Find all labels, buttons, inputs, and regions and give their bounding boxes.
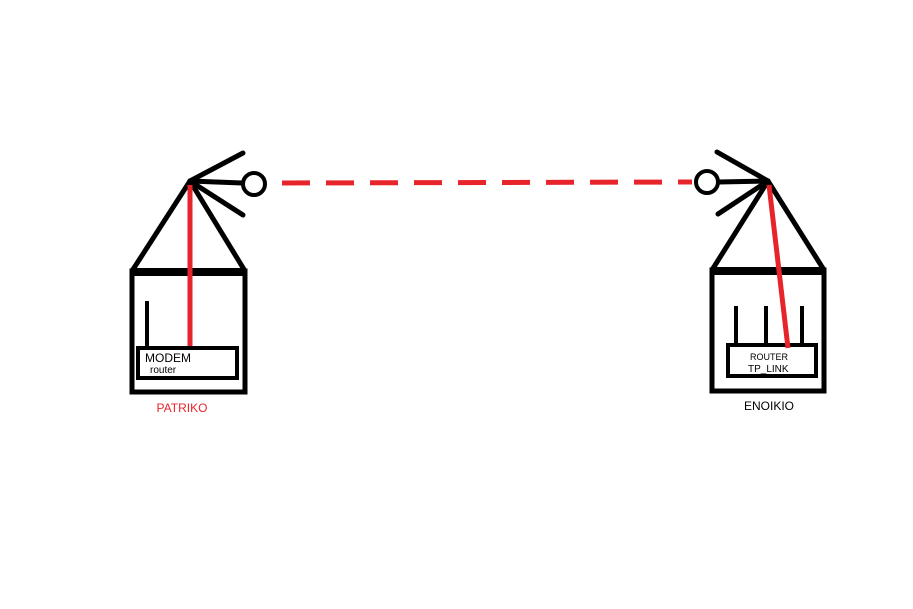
left-device-label-2: router bbox=[150, 365, 177, 376]
left-modem-device bbox=[136, 346, 239, 380]
right-device-label-1: ROUTER bbox=[750, 352, 789, 362]
left-antenna-icon bbox=[187, 150, 267, 218]
left-device-label-1: MODEM bbox=[145, 351, 191, 365]
right-site: ROUTER TP_LINK ENOIKIO bbox=[694, 149, 827, 413]
left-site: MODEM router PATRIKO bbox=[129, 150, 267, 415]
right-antenna-icon bbox=[694, 149, 771, 217]
right-device-label-2: TP_LINK bbox=[748, 364, 789, 375]
right-cable bbox=[766, 184, 791, 349]
right-site-caption: ENOIKIO bbox=[744, 399, 794, 413]
right-router-device bbox=[726, 343, 818, 378]
wireless-link-dashed bbox=[281, 179, 693, 186]
left-site-caption: PATRIKO bbox=[157, 401, 208, 415]
